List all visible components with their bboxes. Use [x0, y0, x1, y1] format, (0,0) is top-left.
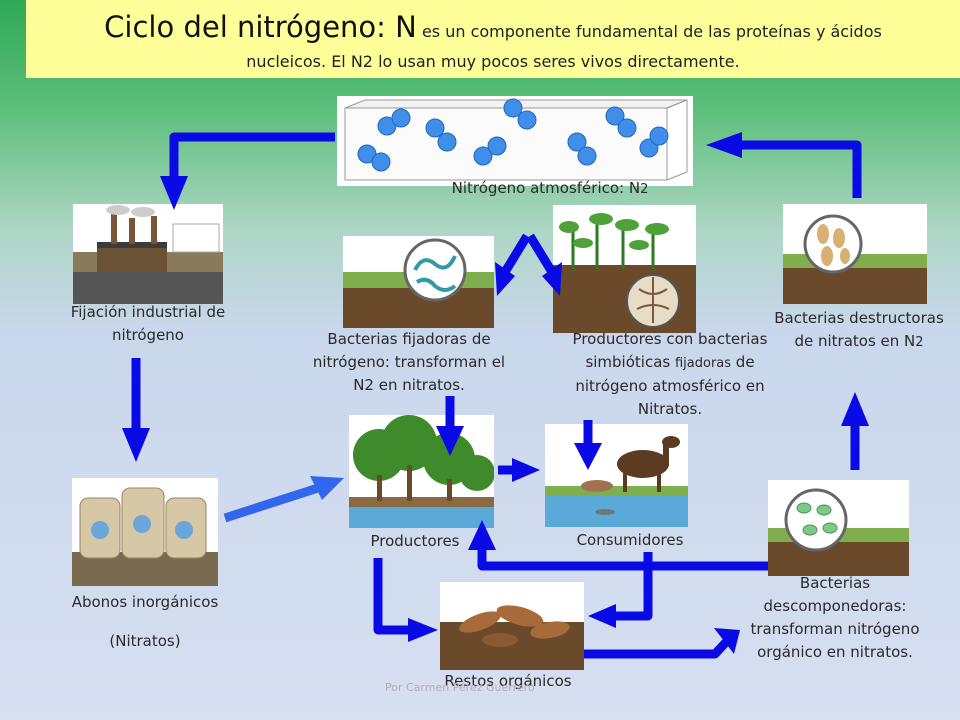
arrow-atmosphere-to-industrial: [174, 137, 335, 178]
footer-credit: Por Carmen Pérez Guerrero: [385, 681, 535, 694]
arrow-atmosphere-to-symbiotic: [530, 236, 552, 272]
arrow-decomposer-to-producers: [482, 548, 768, 566]
arrow-producers-to-remains: [378, 558, 410, 630]
arrow-denitrifier-to-atmosphere: [740, 145, 857, 198]
arrow-fertilizer-to-producers: [225, 488, 318, 518]
arrow-remains-to-decomposer: [584, 640, 728, 654]
arrow-atmosphere-to-fixers: [505, 236, 527, 272]
